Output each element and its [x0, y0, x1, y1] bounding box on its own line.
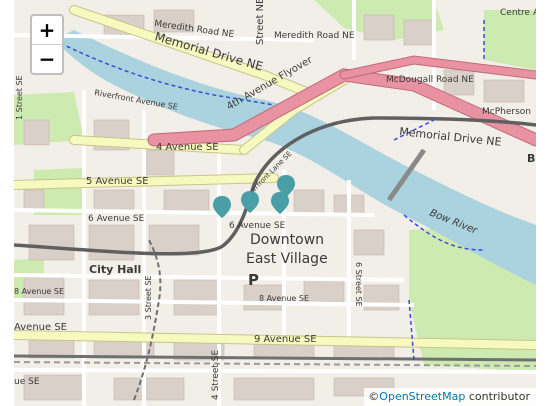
- label-9-avenue: 9 Avenue SE: [254, 334, 317, 345]
- label-centre-av: Centre Av: [500, 8, 536, 18]
- bow-river: [54, 30, 536, 285]
- map-canvas[interactable]: Centre Av Meredith Road NE Meredith Road…: [14, 0, 536, 406]
- map-pin-icon: [271, 192, 289, 214]
- lrt-line: [14, 116, 536, 256]
- zoom-out-button[interactable]: −: [32, 44, 62, 73]
- label-8-avenue-west: 8 Avenue SE: [14, 287, 64, 296]
- label-mcpherson: McPherson: [482, 107, 531, 117]
- label-meredith-road-2: Meredith Road NE: [274, 31, 355, 41]
- rail-lines: [14, 239, 536, 401]
- label-mcdougall-road: McDougall Road NE: [386, 75, 474, 85]
- pedestrian-bridge: [386, 148, 427, 202]
- zoom-in-button[interactable]: +: [38, 18, 56, 42]
- map-pin-icon: [241, 191, 259, 213]
- label-5-avenue: 5 Avenue SE: [86, 176, 149, 187]
- zoom-control: + −: [30, 14, 64, 75]
- label-4-avenue: 4 Avenue SE: [156, 142, 219, 153]
- label-avenue-se-left: Avenue SE: [14, 322, 67, 333]
- marker-3[interactable]: [277, 175, 295, 197]
- label-4-street: 4 Street SE: [211, 349, 221, 400]
- label-ue-se: ue SE: [14, 377, 40, 387]
- label-6-avenue-west: 6 Avenue SE: [88, 214, 145, 224]
- label-downtown: Downtown: [250, 232, 324, 248]
- parking-icon: P: [248, 271, 259, 289]
- label-3-street: 3 Street SE: [144, 275, 153, 320]
- label-6-street: 6 Street SE: [354, 262, 363, 307]
- attribution-suffix: contributor: [465, 390, 530, 403]
- map-tiles: Centre Av Meredith Road NE Meredith Road…: [14, 0, 536, 406]
- label-8-avenue-east: 8 Avenue SE: [259, 294, 309, 303]
- openstreetmap-link[interactable]: OpenStreetMap: [379, 390, 466, 403]
- label-street-ne: Street NE: [255, 0, 266, 45]
- label-6-avenue-east: 6 Avenue SE: [229, 221, 286, 231]
- cycle-paths: [53, 20, 485, 361]
- map-pin-icon: [277, 175, 295, 197]
- label-b: B: [527, 152, 535, 165]
- label-east-village: East Village: [246, 251, 328, 267]
- attribution-prefix: ©: [368, 390, 380, 403]
- map-pin-icon: [213, 196, 231, 218]
- marker-2[interactable]: [241, 191, 259, 213]
- building-blocks: [23, 9, 525, 401]
- marker-1[interactable]: [213, 196, 231, 218]
- label-1-street: 1 Street SE: [15, 75, 24, 120]
- label-city-hall: City Hall: [89, 263, 141, 276]
- map-markers[interactable]: [213, 175, 295, 218]
- memorial-drive: [147, 55, 536, 147]
- marker-4[interactable]: [271, 192, 289, 214]
- attribution: ©OpenStreetMap contributor: [364, 388, 536, 406]
